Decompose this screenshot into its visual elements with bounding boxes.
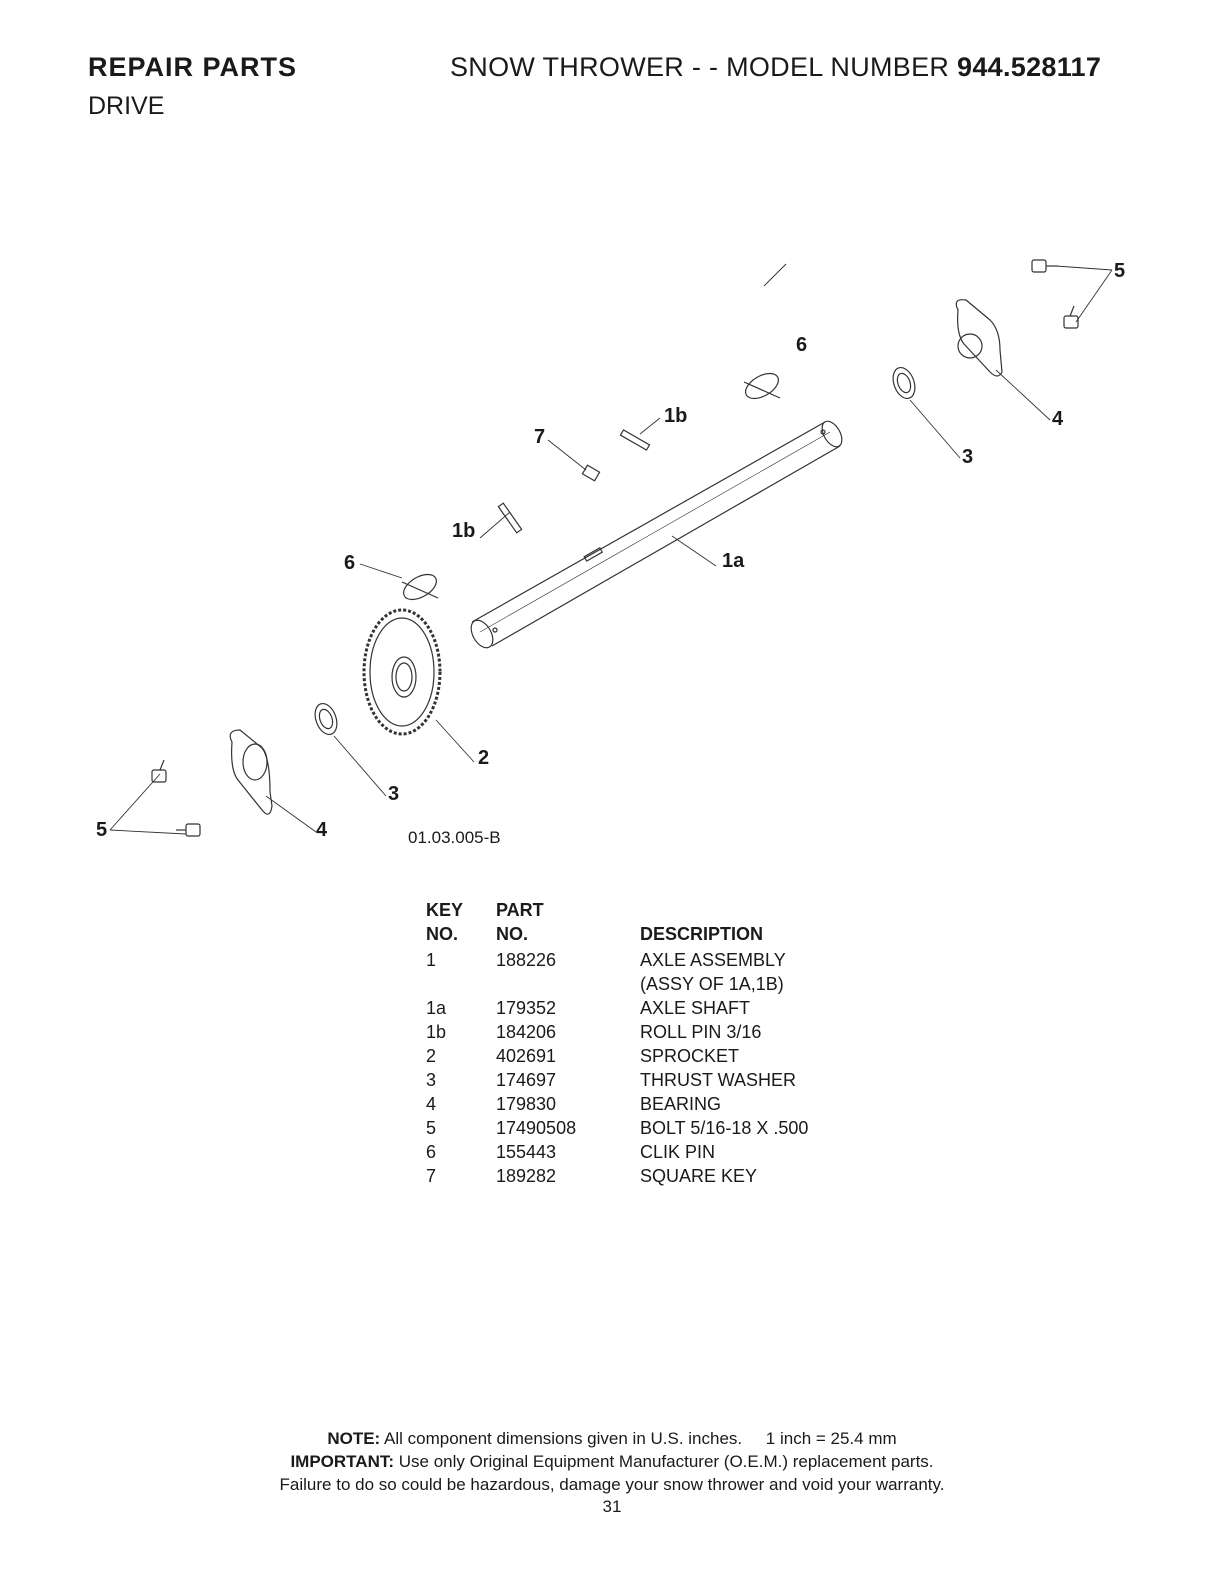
callout-2: 2 xyxy=(478,747,489,769)
description: AXLE ASSEMBLY xyxy=(640,950,786,970)
header-key-1: KEY xyxy=(426,900,464,920)
note-label: NOTE: xyxy=(327,1429,381,1448)
part-no: 402691 xyxy=(496,1046,557,1066)
callout-1a: 1a xyxy=(722,550,745,572)
sprocket xyxy=(362,608,442,736)
part-no: 174697 xyxy=(496,1070,557,1090)
description: THRUST WASHER xyxy=(640,1070,797,1090)
callout-6-bottom: 6 xyxy=(344,552,355,574)
page-title: REPAIR PARTS xyxy=(88,52,298,82)
important-label: IMPORTANT: xyxy=(290,1452,395,1471)
diagram-code: 01.03.005-B xyxy=(408,828,501,847)
key-no: 1b xyxy=(426,1022,447,1042)
exploded-parts-diagram: 5 6 1b 7 1b 6 1a 4 3 2 3 5 4 xyxy=(96,259,1125,841)
square-key xyxy=(581,464,601,482)
note-line: NOTE: All component dimensions given in … xyxy=(0,1428,1224,1450)
important-text: Use only Original Equipment Manufacturer… xyxy=(398,1452,934,1471)
callout-3-left: 3 xyxy=(388,783,399,805)
description: SQUARE KEY xyxy=(640,1166,758,1186)
note-text: All component dimensions given in U.S. i… xyxy=(384,1429,743,1448)
key-no: 3 xyxy=(426,1070,437,1090)
description: AXLE SHAFT xyxy=(640,998,751,1018)
thrust-washer-left xyxy=(314,702,338,736)
clik-pin-bottom xyxy=(401,573,439,601)
key-no: 7 xyxy=(426,1166,437,1186)
callout-6-top: 6 xyxy=(796,334,807,356)
key-no: 1a xyxy=(426,998,447,1018)
part-no: 184206 xyxy=(496,1022,557,1042)
axle-shaft xyxy=(470,420,843,649)
callout-4-left: 4 xyxy=(316,819,328,841)
header-description: DESCRIPTION xyxy=(640,924,764,944)
bearing-left xyxy=(229,729,273,815)
callout-1b-bottom: 1b xyxy=(452,520,475,542)
callout-7: 7 xyxy=(534,426,545,448)
part-no: 17490508 xyxy=(496,1118,577,1138)
model-heading: SNOW THROWER - - MODEL NUMBER 944.528117 xyxy=(450,52,1101,83)
description: CLIK PIN xyxy=(640,1142,716,1162)
header-key-2: NO. xyxy=(426,924,459,944)
part-no: 155443 xyxy=(496,1142,557,1162)
key-no: 1 xyxy=(426,950,437,970)
header-part-1: PART xyxy=(496,900,544,920)
part-no: 188226 xyxy=(496,950,557,970)
description: BOLT 5/16-18 X .500 xyxy=(640,1118,809,1138)
callout-5-top: 5 xyxy=(1114,260,1125,282)
model-number: 944.528117 xyxy=(957,52,1102,82)
bolt-top-b xyxy=(1063,305,1079,329)
roll-pin-bottom xyxy=(497,502,523,534)
part-no: 179830 xyxy=(496,1094,557,1114)
bolt-top-a xyxy=(1031,259,1058,273)
description-continued: (ASSY OF 1A,1B) xyxy=(640,974,784,994)
page-number: 31 xyxy=(602,1497,622,1516)
description: ROLL PIN 3/16 xyxy=(640,1022,762,1042)
key-no: 4 xyxy=(426,1094,437,1114)
important-line: IMPORTANT: Use only Original Equipment M… xyxy=(0,1451,1224,1473)
part-no: 189282 xyxy=(496,1166,557,1186)
callout-3-right: 3 xyxy=(962,446,973,468)
key-no: 6 xyxy=(426,1142,437,1162)
header-part-2: NO. xyxy=(496,924,529,944)
description: SPROCKET xyxy=(640,1046,740,1066)
note-conversion: 1 inch = 25.4 mm xyxy=(765,1429,897,1448)
key-no: 5 xyxy=(426,1118,437,1138)
key-no: 2 xyxy=(426,1046,437,1066)
section-title: DRIVE xyxy=(88,92,165,120)
bolt-bottom-a xyxy=(151,759,167,783)
leader-lines xyxy=(109,263,1113,835)
warning-line: Failure to do so could be hazardous, dam… xyxy=(279,1475,945,1494)
clik-pin-top xyxy=(743,372,781,400)
model-heading-prefix: SNOW THROWER - - MODEL NUMBER xyxy=(450,52,950,82)
description: BEARING xyxy=(640,1094,722,1114)
callout-1b-top: 1b xyxy=(664,405,687,427)
part-no: 179352 xyxy=(496,998,557,1018)
roll-pin-top xyxy=(619,429,651,451)
bearing-right xyxy=(955,299,1003,377)
thrust-washer-right xyxy=(892,366,916,400)
bolt-bottom-b xyxy=(176,823,201,837)
callout-4-right: 4 xyxy=(1052,408,1064,430)
callout-5-bottom: 5 xyxy=(96,819,107,841)
